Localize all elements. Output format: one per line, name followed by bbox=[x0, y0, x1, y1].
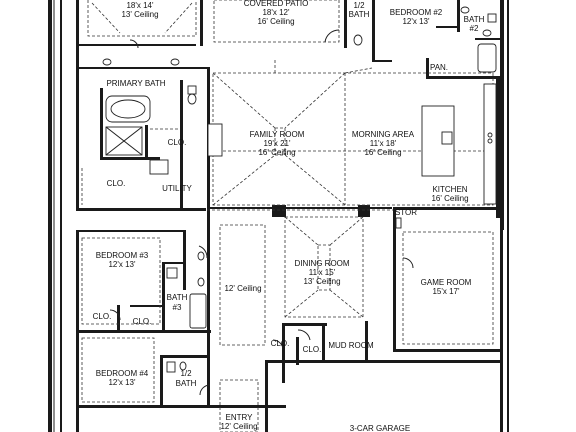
family-room-label: FAMILY ROOM bbox=[250, 130, 305, 139]
bedroom-3-closet-a-label: CLO. bbox=[93, 312, 112, 321]
half-bath-bottom-label2: BATH bbox=[176, 379, 197, 388]
bedroom-3-label: BEDROOM #3 bbox=[96, 251, 149, 260]
mud-closet-2-label: CLO. bbox=[303, 345, 322, 354]
entry-ceiling: 12' Ceiling bbox=[220, 422, 257, 431]
mud-room-label: MUD ROOM bbox=[328, 341, 374, 350]
room-labels: 18'x 14' 13' Ceiling COVERED PATIO 18'x … bbox=[93, 0, 485, 432]
entry-label: ENTRY bbox=[226, 413, 254, 422]
bath-3-label: BATH bbox=[167, 293, 188, 302]
half-bath-bottom-label: 1/2 bbox=[180, 369, 192, 378]
bedroom-4-size: 12'x 13' bbox=[108, 378, 136, 387]
covered-patio-ceiling: 16' Ceiling bbox=[257, 17, 294, 26]
game-room-label: GAME ROOM bbox=[421, 278, 472, 287]
half-bath-top-label: 1/2 bbox=[353, 1, 365, 10]
bedroom-2-size: 12'x 13' bbox=[402, 17, 430, 26]
dining-room-size: 11'x 15' bbox=[309, 268, 336, 277]
bedroom-2-label: BEDROOM #2 bbox=[390, 8, 443, 17]
morning-area-ceiling: 16' Ceiling bbox=[364, 148, 401, 157]
garage-label: 3-CAR GARAGE bbox=[350, 424, 410, 432]
bath-2-label: BATH bbox=[464, 15, 485, 24]
dining-room-ceiling: 13' Ceiling bbox=[303, 277, 340, 286]
family-room-size: 19'x 21' bbox=[263, 139, 291, 148]
walls bbox=[48, 0, 509, 432]
covered-patio-size: 18'x 12' bbox=[262, 8, 290, 17]
utility-label: UTILITY bbox=[162, 184, 192, 193]
storage-label: STOR bbox=[395, 208, 417, 217]
family-room-ceiling: 16' Ceiling bbox=[258, 148, 295, 157]
bedroom-3-closet-b-label: CLO. bbox=[133, 317, 152, 326]
primary-bedroom-ceiling: 13' Ceiling bbox=[121, 10, 158, 19]
kitchen-label: KITCHEN bbox=[432, 185, 467, 194]
primary-bath-label: PRIMARY BATH bbox=[106, 79, 165, 88]
game-room-size: 15'x 17' bbox=[432, 287, 460, 296]
bath-3-number: #3 bbox=[173, 303, 182, 312]
kitchen-ceiling: 16' Ceiling bbox=[431, 194, 468, 203]
mud-closet-label: CLO. bbox=[271, 339, 290, 348]
primary-bedroom-size: 18'x 14' bbox=[126, 1, 154, 10]
morning-area-label: MORNING AREA bbox=[352, 130, 415, 139]
bedroom-3-size: 12'x 13' bbox=[108, 260, 136, 269]
left-closet-label: CLO. bbox=[107, 179, 126, 188]
pantry-label: PAN. bbox=[430, 63, 448, 72]
fixtures bbox=[81, 6, 497, 396]
hall-ceiling-label: 12' Ceiling bbox=[224, 284, 261, 293]
morning-area-size: 11'x 18' bbox=[370, 139, 397, 148]
bath-2-number: #2 bbox=[470, 24, 479, 33]
half-bath-top-label2: BATH bbox=[349, 10, 370, 19]
covered-patio-label: COVERED PATIO bbox=[244, 0, 309, 8]
dining-room-label: DINING ROOM bbox=[294, 259, 349, 268]
bedroom-4-label: BEDROOM #4 bbox=[96, 369, 149, 378]
primary-closet-label: CLO. bbox=[168, 138, 187, 147]
